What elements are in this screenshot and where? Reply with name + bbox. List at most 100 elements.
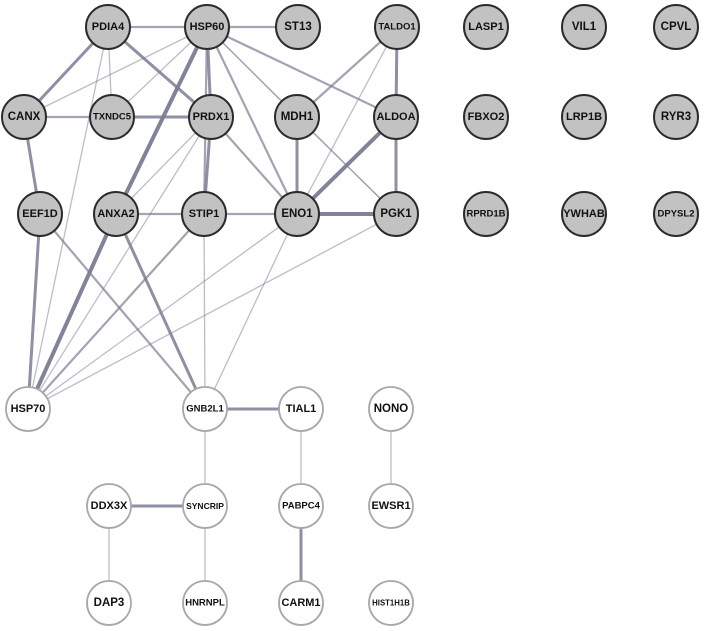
node-carm1: CARM1 (278, 580, 324, 626)
edge-eno1-gnb2l1 (204, 213, 298, 410)
node-label: CANX (8, 111, 41, 123)
node-circle (181, 191, 227, 237)
node-pgk1: PGK1 (373, 191, 419, 237)
node-cpvl: CPVL (653, 4, 699, 50)
node-circle (278, 580, 324, 626)
node-label: TIAL1 (286, 403, 317, 415)
node-circle (463, 4, 509, 50)
node-circle (85, 4, 131, 50)
node-label: MDH1 (281, 111, 314, 123)
node-tial1: TIAL1 (278, 386, 324, 432)
node-canx: CANX (1, 94, 47, 140)
node-circle (188, 94, 234, 140)
node-circle (17, 191, 63, 237)
node-label: RPRD1B (466, 209, 505, 220)
node-circle (653, 94, 699, 140)
node-label: CPVL (661, 21, 692, 33)
node-label: HSP70 (11, 403, 46, 415)
node-nono: NONO (368, 386, 414, 432)
node-label: GNB2L1 (186, 404, 224, 415)
node-circle (86, 580, 132, 626)
node-label: HIST1H1B (372, 599, 410, 608)
node-circle (278, 386, 324, 432)
edge-anxa2-hsp70 (26, 213, 118, 410)
node-circle (561, 4, 607, 50)
node-txndc5: TXNDC5 (89, 94, 135, 140)
edge-stip1-hsp70 (27, 213, 205, 410)
node-circle (93, 191, 139, 237)
node-rprd1b: RPRD1B (463, 191, 509, 237)
node-ewsr1: EWSR1 (368, 483, 414, 529)
node-pdia4: PDIA4 (85, 4, 131, 50)
node-pabpc4: PABPC4 (278, 483, 324, 529)
edge-pdia4-hsp70 (27, 26, 109, 410)
edge-hsp60-anxa2 (114, 26, 209, 215)
node-fbxo2: FBXO2 (463, 94, 509, 140)
node-eef1d: EEF1D (17, 191, 63, 237)
edge-eef1d-hsp70 (26, 213, 42, 410)
node-label: LASP1 (468, 21, 503, 33)
node-label: HSP60 (190, 21, 225, 33)
node-label: STIP1 (189, 208, 220, 220)
node-circle (653, 191, 699, 237)
edge-stip1-gnb2l1 (203, 213, 206, 410)
node-anxa2: ANXA2 (93, 191, 139, 237)
node-circle (86, 483, 132, 529)
node-label: HNRNPL (185, 598, 225, 609)
node-circle (653, 4, 699, 50)
node-label: SYNCRIP (186, 501, 224, 511)
node-label: DDX3X (91, 500, 128, 512)
node-circle (368, 483, 414, 529)
node-circle (182, 483, 228, 529)
node-circle (278, 483, 324, 529)
node-hsp70: HSP70 (5, 386, 51, 432)
node-label: DPYSL2 (658, 209, 695, 220)
node-label: LRP1B (566, 111, 602, 123)
node-circle (374, 4, 420, 50)
node-label: ENO1 (281, 208, 313, 220)
node-circle (182, 386, 228, 432)
node-label: CARM1 (281, 597, 320, 609)
node-label: TXNDC5 (93, 112, 132, 123)
node-ryr3: RYR3 (653, 94, 699, 140)
node-circle (1, 94, 47, 140)
node-label: NONO (374, 403, 409, 415)
edge-hsp60-canx (23, 26, 208, 118)
node-circle (274, 94, 320, 140)
node-st13: ST13 (275, 4, 321, 50)
node-ddx3x: DDX3X (86, 483, 132, 529)
node-circle (275, 4, 321, 50)
edge-hsp60-eno1 (206, 26, 298, 215)
edge-eef1d-gnb2l1 (39, 213, 206, 410)
node-hsp60: HSP60 (184, 4, 230, 50)
node-circle (373, 191, 419, 237)
node-label: ALDOA (376, 111, 415, 123)
node-label: PRDX1 (193, 111, 230, 123)
edge-prdx1-hsp70 (27, 116, 212, 410)
node-lasp1: LASP1 (463, 4, 509, 50)
node-circle (274, 191, 320, 237)
node-circle (89, 94, 135, 140)
edge-hsp60-aldoa (206, 26, 397, 118)
node-label: FBXO2 (468, 111, 505, 123)
node-mdh1: MDH1 (274, 94, 320, 140)
node-label: EWSR1 (371, 500, 410, 512)
node-syncrip: SYNCRIP (182, 483, 228, 529)
node-label: VIL1 (572, 21, 597, 33)
node-ywhab: YWHAB (561, 191, 607, 237)
node-dap3: DAP3 (86, 580, 132, 626)
node-label: PABPC4 (282, 501, 321, 512)
node-circle (5, 386, 51, 432)
node-hist1h1b: HIST1H1B (368, 580, 414, 626)
node-label: EEF1D (22, 208, 58, 220)
node-prdx1: PRDX1 (188, 94, 234, 140)
node-circle (368, 386, 414, 432)
edge-anxa2-gnb2l1 (114, 213, 207, 410)
node-hnrnpl: HNRNPL (182, 580, 228, 626)
node-label: ANXA2 (97, 208, 134, 220)
node-circle (561, 191, 607, 237)
node-label: DAP3 (94, 597, 125, 609)
node-dpysl2: DPYSL2 (653, 191, 699, 237)
node-label: RYR3 (661, 111, 691, 123)
